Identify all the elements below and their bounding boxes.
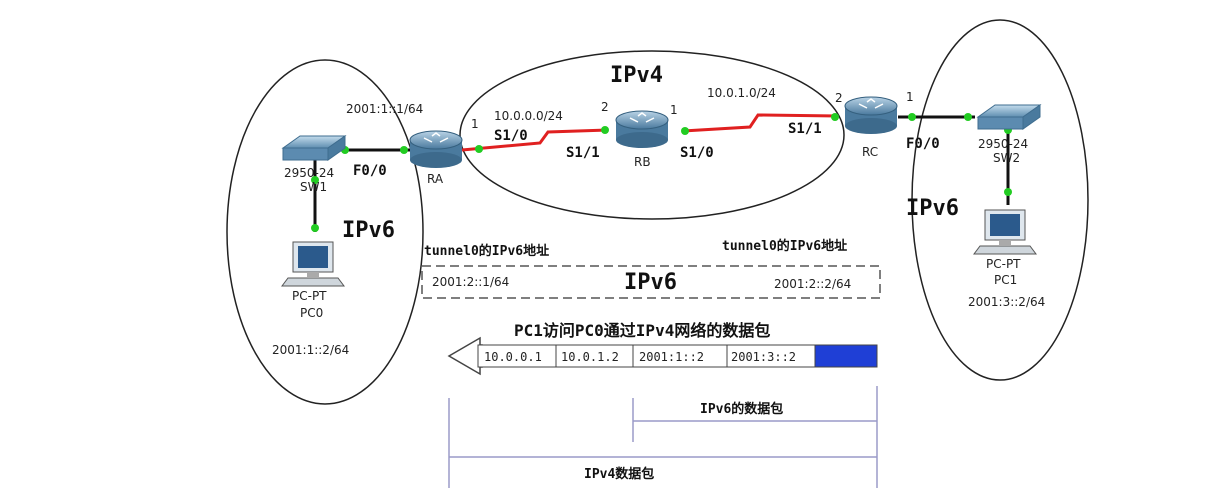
tunnel-right-title: tunnel0的IPv6地址 [722, 238, 847, 254]
packet-scope-brackets [448, 386, 878, 488]
rc-f00-label: F0/0 [906, 136, 940, 152]
center-ipv4-region [459, 50, 845, 220]
net-rb-rc: 10.0.1.0/24 [707, 86, 776, 100]
port-dots [311, 113, 1012, 232]
switch-sw2-icon [976, 104, 1042, 130]
ra-s10-label: S1/0 [494, 128, 528, 144]
sw1-model-label: 2950-24 [284, 166, 334, 180]
sw2-name-label: SW2 [993, 151, 1020, 165]
router-ra-label: RA [427, 172, 444, 186]
sw1-name-label: SW1 [300, 180, 327, 194]
router-rc-label: RC [862, 145, 878, 159]
packet-fields: 10.0.0.1 10.0.1.2 2001:1::2 2001:3::2 [477, 344, 878, 368]
pc1-name-label: PC1 [994, 273, 1017, 287]
router-rb-icon [615, 110, 669, 148]
pc1-type-label: PC-PT [986, 257, 1021, 271]
pc0-name-label: PC0 [300, 306, 323, 320]
pc1-address: 2001:3::2/64 [968, 295, 1045, 309]
tunnel-right-address: 2001:2::2/64 [774, 277, 851, 291]
pc0-address: 2001:1::2/64 [272, 343, 349, 357]
rc-host-left: 2 [835, 91, 843, 105]
sw2-model-label: 2950-24 [978, 137, 1028, 151]
tunnel-left-title: tunnel0的IPv6地址 [424, 243, 549, 259]
link-ra-rb-serial [461, 128, 609, 152]
ipv4-packet-label: IPv4数据包 [584, 466, 654, 482]
packet-field-dst-ipv4: 10.0.0.1 [484, 350, 542, 364]
pc0-icon [281, 241, 345, 287]
packet-field-src-ipv4: 10.0.1.2 [561, 350, 619, 364]
rc-s11-label: S1/1 [788, 121, 822, 137]
left-ipv6-region [226, 59, 424, 405]
pc1-icon [973, 209, 1037, 255]
rb-host-right: 1 [670, 103, 678, 117]
ra-host-number: 1 [471, 117, 479, 131]
right-region-label: IPv6 [906, 196, 959, 221]
tunnel-left-address: 2001:2::1/64 [432, 275, 509, 289]
ra-f00-label: F0/0 [353, 163, 387, 179]
rb-s11-label: S1/1 [566, 145, 600, 161]
tunnel-box [421, 265, 881, 299]
packet-payload [814, 344, 878, 368]
rb-s10-label: S1/0 [680, 145, 714, 161]
rb-host-left: 2 [601, 100, 609, 114]
left-region-label: IPv6 [342, 218, 395, 243]
switch-sw1-icon [281, 135, 347, 161]
ra-lan-address: 2001:1::1/64 [346, 102, 423, 116]
router-ra-icon [409, 130, 463, 168]
packet-field-src-ipv6: 2001:3::2 [731, 350, 796, 364]
packet-field-dst-ipv6: 2001:1::2 [639, 350, 704, 364]
router-rb-label: RB [634, 155, 651, 169]
packet-direction-arrow [447, 336, 483, 376]
tunnel-label: IPv6 [624, 270, 677, 295]
router-rc-icon [844, 96, 898, 134]
pc0-type-label: PC-PT [292, 289, 327, 303]
center-region-label: IPv4 [610, 63, 663, 88]
net-ra-rb: 10.0.0.0/24 [494, 109, 563, 123]
link-rb-rc-serial [682, 113, 839, 133]
right-ipv6-region [911, 19, 1089, 381]
ipv6-packet-label: IPv6的数据包 [700, 401, 783, 417]
packet-title: PC1访问PC0通过IPv4网络的数据包 [514, 321, 770, 340]
rc-host-right: 1 [906, 90, 914, 104]
